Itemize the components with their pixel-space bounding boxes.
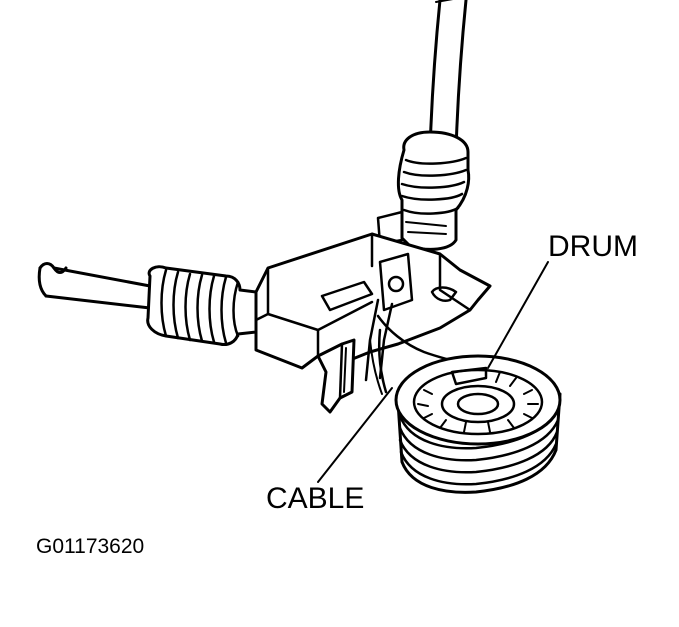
left-bellows-boot [146,265,258,346]
figure-code-label: G01173620 [36,535,145,558]
drum-leader-line [487,261,549,369]
lever-plate [316,338,356,414]
left-cable [37,262,152,310]
drum-label: DRUM [548,230,638,263]
cable-label: CABLE [266,482,365,515]
cable-leader-line [317,387,393,483]
leader-lines [317,261,549,483]
upper-cable [428,0,468,152]
drum [394,354,562,494]
upper-bellows-boot [376,130,471,251]
